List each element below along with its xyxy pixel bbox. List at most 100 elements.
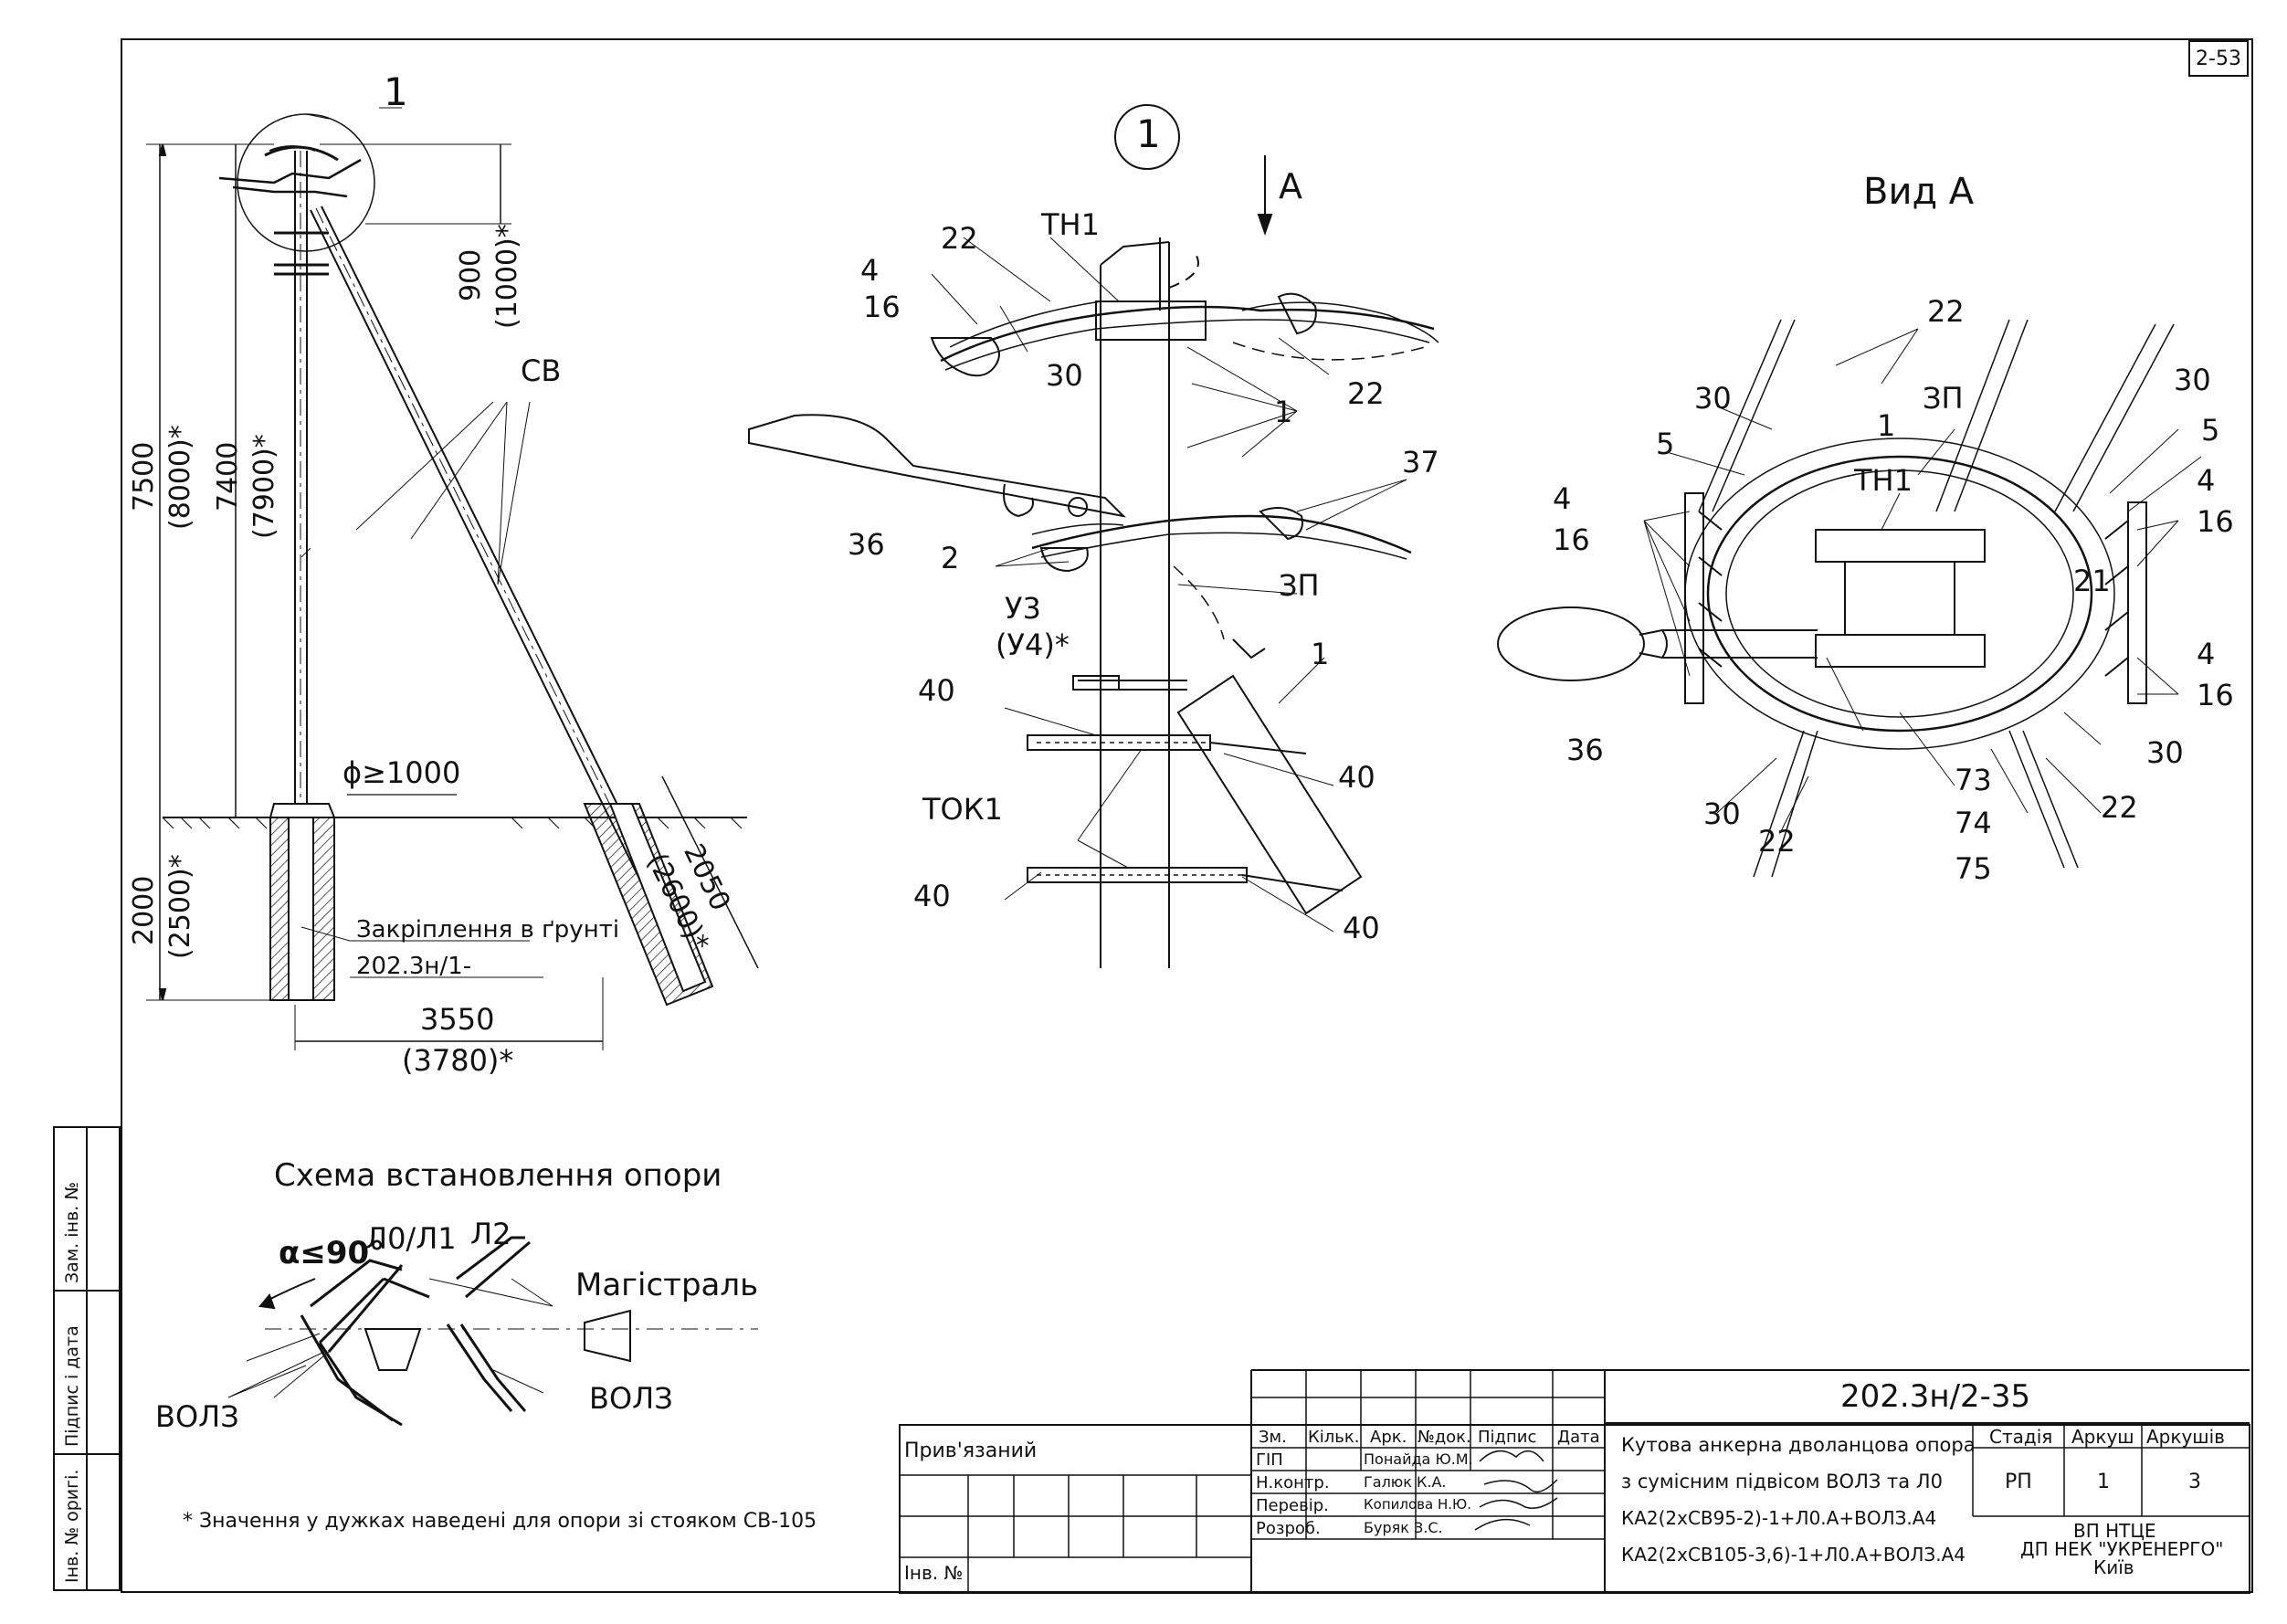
privyazanyi: Прив'язаний — [904, 1439, 1038, 1462]
va-4l: 4 — [1553, 481, 1572, 516]
view-a-drawing — [1497, 319, 2202, 878]
label-4: 4 — [860, 253, 880, 288]
va-th1: ТН1 — [1854, 463, 1913, 498]
tb-org-0: ВП НТЦЕ — [2073, 1520, 2156, 1542]
label-diameter: ϕ≥1000 — [343, 755, 461, 790]
va-22br: 22 — [2101, 790, 2138, 825]
label-40a: 40 — [918, 673, 955, 708]
label-ground-ref: 202.3н/1- — [356, 953, 472, 980]
va-16r: 16 — [2197, 504, 2234, 539]
va-74: 74 — [1955, 806, 1992, 840]
label-th1: ТН1 — [1041, 207, 1100, 242]
label-16: 16 — [863, 290, 901, 324]
label-22b: 22 — [1347, 376, 1385, 411]
dim-2500: (2500)* — [164, 854, 196, 959]
va-21: 21 — [2073, 564, 2111, 598]
tb-org-1: ДП НЕК "УКРЕНЕРГО" — [2020, 1538, 2224, 1560]
va-22bl: 22 — [1758, 824, 1796, 859]
va-4r2: 4 — [2197, 637, 2216, 671]
scheme-title: Схема встановлення опори — [274, 1157, 722, 1194]
tb-header-4: Підпис — [1478, 1428, 1537, 1447]
scheme-l0l1: Л0/Л1 — [365, 1221, 457, 1256]
tb-desc-3: КА2(2хСВ105-3,6)-1+Л0.А+ВОЛЗ.А4 — [1621, 1544, 1966, 1566]
tb-desc-0: Кутова анкерна дволанцова опора — [1621, 1434, 1976, 1456]
va-5r: 5 — [2201, 413, 2220, 448]
scheme-l2: Л2 — [470, 1217, 511, 1251]
dim-7500: 7500 — [128, 441, 160, 511]
pole-callout: 1 — [384, 69, 408, 114]
label-u4: (У4)* — [996, 627, 1070, 662]
view-a-title: Вид А — [1863, 171, 1975, 213]
sheet-number: 2-53 — [2188, 40, 2249, 77]
detail-circle-label: 1 — [1136, 111, 1161, 156]
footnote: * Значення у дужках наведені для опори з… — [183, 1510, 817, 1533]
dim-3550: 3550 — [420, 1002, 495, 1037]
va-16r2: 16 — [2197, 678, 2234, 712]
scheme-vol3-left: ВОЛЗ — [155, 1399, 239, 1434]
label-tok1: ТОК1 — [922, 792, 1003, 827]
tb-sheet-label: Аркуш — [2071, 1426, 2134, 1448]
tb-sheets: 3 — [2188, 1471, 2201, 1493]
tb-desc-2: КА2(2хСВ95-2)-1+Л0.А+ВОЛЗ.А4 — [1621, 1507, 1937, 1529]
tb-header-0: Зм. — [1259, 1428, 1287, 1447]
label-36: 36 — [848, 527, 885, 562]
tb-sheet: 1 — [2097, 1471, 2110, 1493]
tb-role-1: Н.контр. — [1256, 1473, 1330, 1492]
dim-7900: (7900)* — [248, 434, 280, 539]
label-1b: 1 — [1311, 637, 1330, 671]
label-40c: 40 — [913, 879, 951, 913]
va-75: 75 — [1955, 851, 1992, 886]
label-30: 30 — [1046, 358, 1083, 393]
doc-code: 202.3н/2-35 — [1840, 1378, 2031, 1415]
va-22top: 22 — [1927, 294, 1965, 329]
title-block-lines — [899, 1369, 2250, 1594]
va-30bl: 30 — [1703, 796, 1741, 831]
label-37: 37 — [1402, 445, 1439, 480]
pole-elevation — [146, 107, 759, 1050]
tb-name-2: Копилова Н.Ю. — [1364, 1496, 1471, 1513]
va-zp: ЗП — [1923, 381, 1964, 416]
label-40d: 40 — [1343, 911, 1380, 945]
view-arrow-label: А — [1279, 166, 1302, 206]
label-22a: 22 — [941, 221, 978, 256]
va-73: 73 — [1955, 763, 1992, 797]
va-30r: 30 — [2174, 363, 2211, 397]
tb-desc-1: з сумісним підвісом ВОЛЗ та Л0 — [1621, 1471, 1943, 1492]
tb-header-2: Арк. — [1370, 1428, 1407, 1447]
tb-header-1: Кільк. — [1308, 1428, 1360, 1447]
scheme-vol3-right: ВОЛЗ — [589, 1381, 673, 1416]
dim-1000: (1000)* — [491, 224, 523, 329]
label-2: 2 — [941, 541, 960, 575]
scheme-alpha: α≤90° — [279, 1235, 385, 1271]
scheme-magistral: Магістраль — [575, 1267, 759, 1303]
label-zp: ЗП — [1279, 568, 1320, 603]
tb-name-1: Галюк К.А. — [1364, 1473, 1447, 1491]
detail-1 — [748, 104, 1439, 968]
tb-name-3: Буряк З.С. — [1364, 1519, 1443, 1536]
dim-8000: (8000)* — [164, 425, 196, 530]
inv-no: Інв. № — [904, 1562, 964, 1584]
label-1a: 1 — [1274, 395, 1293, 429]
va-30l: 30 — [1694, 381, 1732, 416]
va-30br: 30 — [2146, 735, 2184, 770]
tb-role-0: ГІП — [1256, 1450, 1283, 1470]
label-sv: СВ — [521, 353, 562, 388]
va-16l: 16 — [1553, 522, 1590, 557]
tb-role-2: Перевір. — [1256, 1496, 1329, 1515]
scheme-drawing — [227, 1236, 758, 1427]
tb-org-2: Київ — [2093, 1556, 2134, 1578]
label-u3: У3 — [1005, 591, 1041, 626]
tb-name-0: Понайда Ю.М. — [1364, 1450, 1473, 1468]
label-40b: 40 — [1338, 760, 1375, 795]
dim-3780: (3780)* — [402, 1043, 514, 1078]
tb-role-3: Розроб. — [1256, 1519, 1321, 1538]
va-4r: 4 — [2197, 463, 2216, 498]
va-5l: 5 — [1656, 427, 1675, 461]
tb-header-3: №док. — [1418, 1428, 1471, 1447]
dim-2000: 2000 — [128, 875, 160, 945]
side-strip: Зам. інв. № Підпис і дата Інв. № оригі. — [53, 1126, 121, 1591]
dim-7400: 7400 — [212, 441, 244, 511]
tb-header-5: Дата — [1557, 1428, 1600, 1447]
va-36: 36 — [1566, 733, 1604, 767]
